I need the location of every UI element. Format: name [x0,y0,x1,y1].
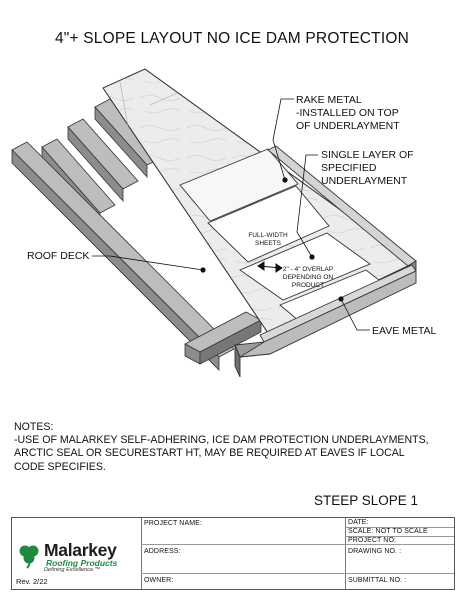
divider [345,527,454,528]
eave-metal [234,264,417,378]
address-label: ADDRESS: [144,548,181,555]
leader-lines [92,98,370,331]
underlayment-sheets [179,148,393,327]
underlayment-sheet [179,148,299,222]
rafters [11,98,262,371]
malarkey-logo: Malarkey Roofing Products Defining Excel… [16,540,142,574]
callout-full-width: FULL-WIDTH SHEETS [248,232,288,247]
notes-line: -USE OF MALARKEY SELF-ADHERING, ICE DAM … [14,434,429,447]
notes-line: CODE SPECIFIES. [14,460,106,473]
rafter [67,118,139,203]
callout-text: PRODUCT [292,282,324,289]
logo-tagline: Defining Excellence.™ [44,567,101,573]
svg-text:OF UNDERLAYMENT: OF UNDERLAYMENT [296,120,400,132]
callout-text: EAVE METAL [372,325,437,337]
sheet-name: STEEP SLOPE 1 [313,493,418,508]
notes-block: NOTES: -USE OF MALARKEY SELF-ADHERING, I… [14,421,454,474]
callout-text: FULL-WIDTH [248,232,288,239]
svg-text:DEPENDING ON: DEPENDING ON [283,274,334,281]
svg-text:EAVE METAL: EAVE METAL [372,325,437,337]
callout-single-layer: SINGLE LAYER OF SPECIFIED UNDERLAYMENT [321,149,414,187]
title-block: Malarkey Roofing Products Defining Excel… [11,517,455,590]
submittal-no-label: SUBMITTAL NO. : [348,577,407,584]
callout-text: SHEETS [255,240,282,247]
owner-label: OWNER: [144,577,174,584]
divider [345,536,454,537]
callout-roof-deck: ROOF DECK [27,250,89,262]
notes-line: ARCTIC SEAL OR SECURESTART HT, MAY BE RE… [14,447,405,460]
divider [141,518,142,589]
notes-heading: NOTES: [14,421,54,433]
underlayment-sheet [239,232,371,301]
callout-text: RAKE METAL [296,94,362,106]
svg-text:-INSTALLED ON TOP: -INSTALLED ON TOP [296,107,399,119]
svg-text:FULL-WIDTH: FULL-WIDTH [248,232,288,239]
overlap-arrow [257,261,283,273]
callout-eave-metal: EAVE METAL [372,325,437,337]
rafter [11,141,235,371]
date-label: DATE: [348,519,369,526]
svg-text:SINGLE LAYER OF: SINGLE LAYER OF [321,149,414,161]
revision-label: Rev. 2/22 [16,577,48,586]
divider [141,544,454,545]
callout-text: -INSTALLED ON TOP [296,107,399,119]
callout-text: OF UNDERLAYMENT [296,120,400,132]
project-no-label: PROJECT NO: [348,537,397,544]
callout-text: ROOF DECK [27,250,89,262]
svg-text:RAKE METAL: RAKE METAL [296,94,362,106]
callout-text: SPECIFIED [321,162,377,174]
svg-text:2" - 4" OVERLAP: 2" - 4" OVERLAP [283,266,333,273]
callout-text: 2" - 4" OVERLAP [283,266,333,273]
callout-rake-metal: RAKE METAL -INSTALLED ON TOP OF UNDERLAY… [296,94,400,132]
project-name-label: PROJECT NAME: [144,520,202,527]
divider [345,518,346,589]
logo-wordmark: Malarkey [44,540,117,560]
logo-subtitle: Roofing Products [46,558,118,568]
callout-text: UNDERLAYMENT [321,175,408,187]
svg-text:SHEETS: SHEETS [255,240,282,247]
svg-text:PRODUCT: PRODUCT [292,282,324,289]
svg-text:SPECIFIED: SPECIFIED [321,162,377,174]
scale-label: SCALE: NOT TO SCALE [348,528,428,535]
rafter [184,311,262,365]
callout-text: DEPENDING ON [283,274,334,281]
divider [141,573,454,574]
drawing-title: 4"+ SLOPE LAYOUT NO ICE DAM PROTECTION [54,30,410,47]
underlayment-sheet [207,185,330,263]
svg-text:UNDERLAYMENT: UNDERLAYMENT [321,175,408,187]
callout-overlap: 2" - 4" OVERLAP DEPENDING ON PRODUCT [283,266,334,289]
callout-text: SINGLE LAYER OF [321,149,414,161]
svg-text:ROOF DECK: ROOF DECK [27,250,89,262]
shamrock-icon [19,545,39,569]
drawing-no-label: DRAWING NO. : [348,548,402,555]
